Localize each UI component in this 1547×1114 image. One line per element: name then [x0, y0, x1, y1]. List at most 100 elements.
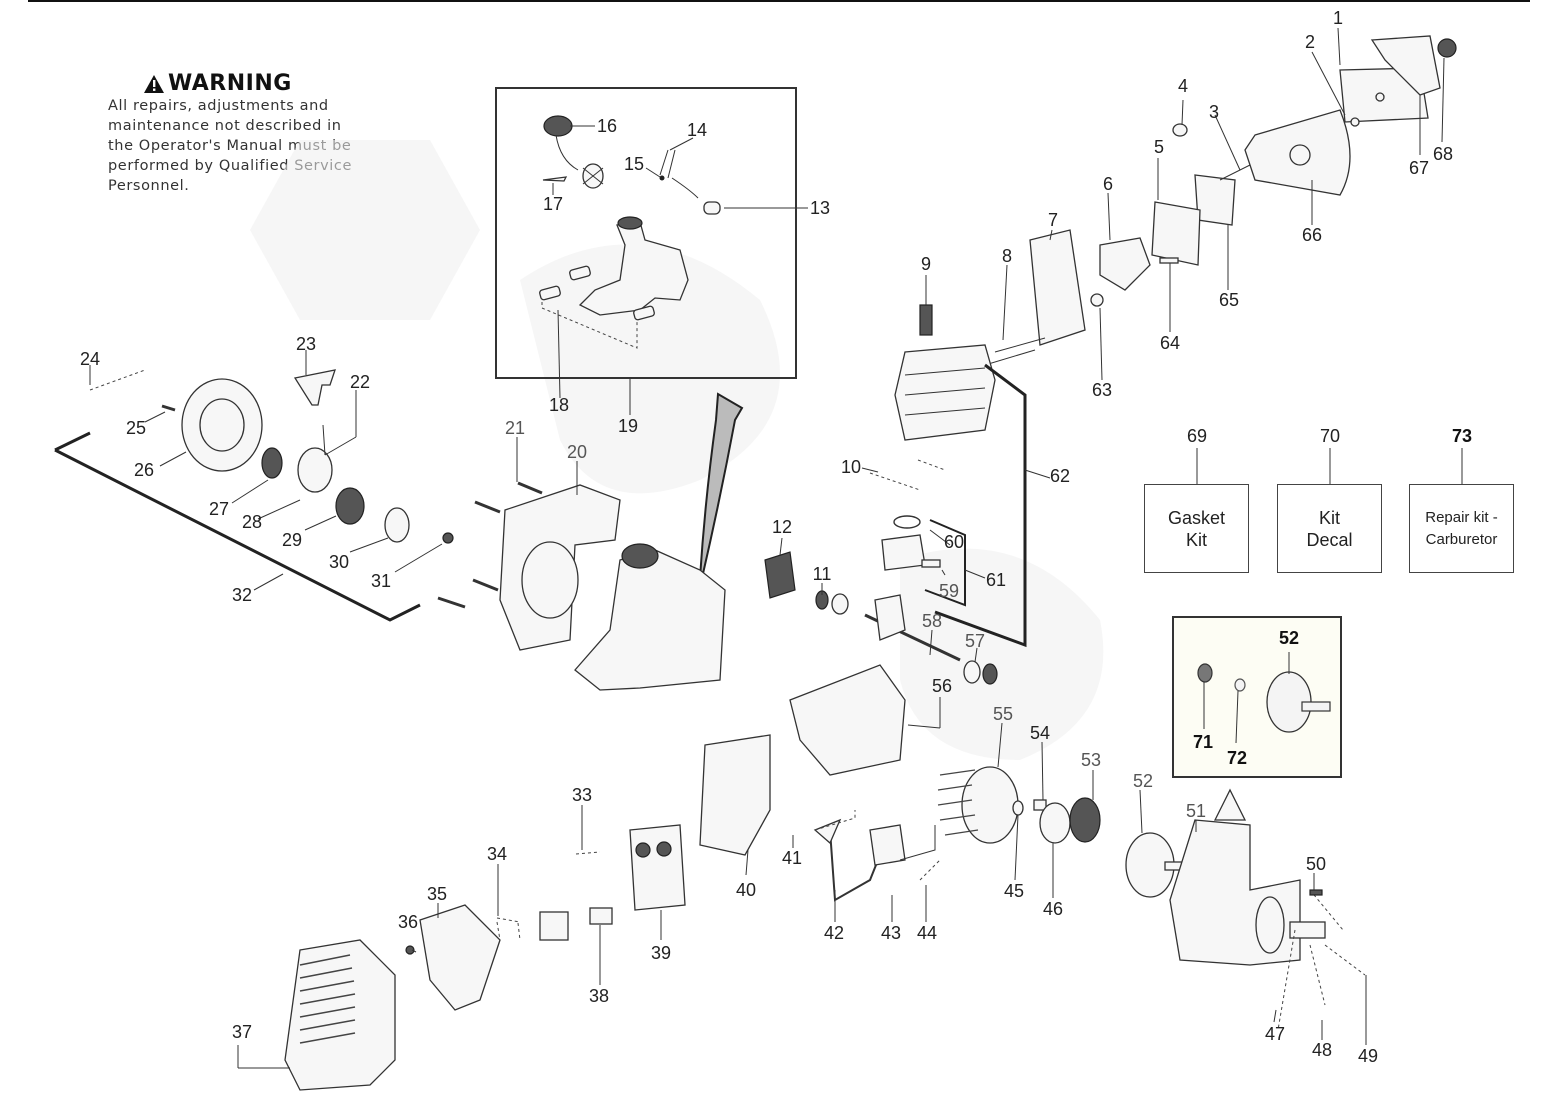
inset-callout-72: 72	[1227, 748, 1247, 768]
decal-kit-box: Kit Decal	[1277, 484, 1382, 573]
part-63-oring	[1090, 293, 1104, 307]
callout-47: 47	[1265, 1024, 1285, 1044]
callout-8: 8	[1002, 246, 1012, 266]
part-33-screws	[575, 851, 601, 855]
callout-37: 37	[232, 1022, 252, 1042]
callout-66: 66	[1302, 225, 1322, 245]
callout-labels: 1 2 3 4 5 6 7 8 9 10 11 12 13 14 15 16 1…	[80, 8, 1472, 1066]
callout-55: 55	[993, 704, 1013, 724]
part-15-valve	[659, 175, 665, 181]
callout-3: 3	[1209, 102, 1219, 122]
callout-30: 30	[329, 552, 349, 572]
part-42-spark-wire	[829, 829, 881, 902]
callout-49: 49	[1358, 1046, 1378, 1066]
callout-20: 20	[567, 442, 587, 462]
callout-29: 29	[282, 530, 302, 550]
inset-callout-71: 71	[1193, 732, 1213, 752]
callout-43: 43	[881, 923, 901, 943]
callout-61: 61	[986, 570, 1006, 590]
callout-33: 33	[572, 785, 592, 805]
callout-62: 62	[1050, 466, 1070, 486]
warning-triangle-icon	[144, 75, 164, 93]
part-43-ignition-coil	[869, 824, 906, 866]
part-32-bracket	[54, 431, 91, 452]
part-44-screws	[919, 859, 941, 881]
callout-50: 50	[1306, 854, 1326, 874]
callout-2: 2	[1305, 32, 1315, 52]
part-67-filter-cover	[1370, 35, 1441, 96]
callout-26: 26	[134, 460, 154, 480]
part-9-spark-plug	[919, 304, 933, 336]
callout-12: 12	[772, 517, 792, 537]
part-21-bolts	[517, 481, 543, 495]
part-10-clips	[869, 459, 946, 491]
callout-5: 5	[1154, 137, 1164, 157]
callout-13: 13	[810, 198, 830, 218]
callout-19: 19	[618, 416, 638, 436]
part-60-ring	[893, 515, 921, 529]
part-5-gasket	[1151, 201, 1201, 266]
part-45-washer	[1012, 800, 1024, 816]
part-22-rope	[322, 424, 326, 456]
part-47-49-screws	[1277, 889, 1366, 1031]
callout-58: 58	[922, 611, 942, 631]
callout-32: 32	[232, 585, 252, 605]
callout-65: 65	[1219, 290, 1239, 310]
callout-48: 48	[1312, 1040, 1332, 1060]
part-54-spacer	[1033, 799, 1047, 811]
part-65-carburetor	[1194, 174, 1236, 226]
part-35-deflector	[419, 904, 501, 1011]
part-25-screw	[161, 404, 176, 412]
part-8-bolts	[994, 337, 1046, 353]
callout-9: 9	[921, 254, 931, 274]
callout-35: 35	[427, 884, 447, 904]
fuel-tank-inset-frame	[495, 87, 797, 379]
part-30-pawl-plate	[384, 507, 410, 543]
part-53-clutch	[1069, 797, 1101, 843]
part-62-bracket	[934, 363, 1027, 648]
callout-11: 11	[813, 564, 832, 584]
part-7-insulator	[1029, 229, 1086, 346]
callout-41: 41	[782, 848, 802, 868]
part-19-fuel-tank	[578, 221, 689, 316]
callout-31: 31	[371, 571, 391, 591]
part-14-fuel-line	[659, 149, 699, 199]
callout-34: 34	[487, 844, 507, 864]
callout-10: 10	[841, 457, 861, 477]
part-16-fuel-cap	[543, 115, 604, 189]
part-34-screws	[496, 917, 521, 941]
callout-45: 45	[1004, 881, 1024, 901]
callout-22: 22	[350, 372, 370, 392]
part-12-coil-bracket	[764, 551, 796, 599]
callout-7: 7	[1048, 210, 1058, 230]
top-rule	[28, 0, 1530, 2]
gasket-kit-box: Gasket Kit	[1144, 484, 1249, 573]
part-13-fuel-filter	[703, 201, 721, 215]
callout-21: 21	[505, 418, 525, 438]
part-71-washer	[1197, 663, 1213, 683]
callout-25: 25	[126, 418, 146, 438]
callout-46: 46	[1043, 899, 1063, 919]
callout-36: 36	[398, 912, 418, 932]
callout-4: 4	[1178, 76, 1188, 96]
part-23-starter-handle	[293, 369, 336, 406]
part-6-intake-adapter	[1099, 237, 1151, 291]
callout-63: 63	[1092, 380, 1112, 400]
callout-52: 52	[1133, 771, 1153, 791]
part-36-screw	[405, 945, 415, 955]
callout-53: 53	[1081, 750, 1101, 770]
callout-70: 70	[1320, 426, 1340, 446]
callout-38: 38	[589, 986, 609, 1006]
part-27-spring	[261, 447, 283, 479]
clutch-drum-inset-drawing: 52 71 72	[1193, 628, 1331, 768]
callout-67: 67	[1409, 158, 1429, 178]
part-31-screw	[442, 532, 454, 544]
part-46-washer	[1039, 802, 1071, 844]
part-3-throttle-rod	[1219, 164, 1251, 181]
part-39-muffler	[629, 824, 686, 911]
callout-42: 42	[824, 923, 844, 943]
part-40-heat-shield	[699, 734, 771, 856]
callout-27: 27	[209, 499, 229, 519]
callout-54: 54	[1030, 723, 1050, 743]
